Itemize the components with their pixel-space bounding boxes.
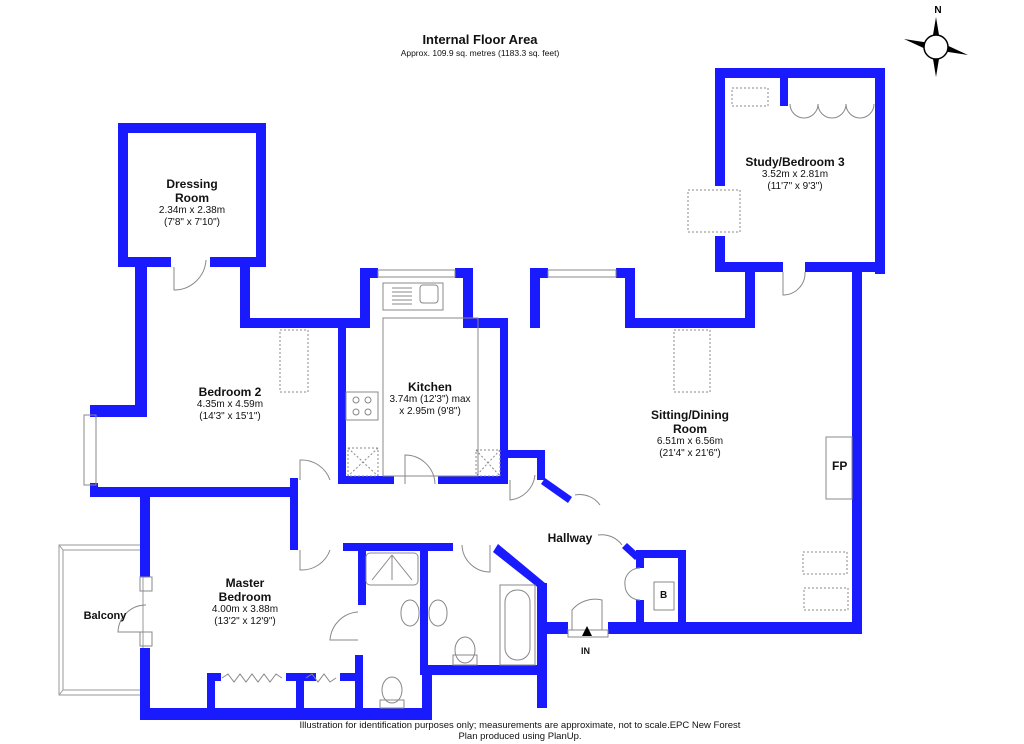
- room-metric: 3.52m x 2.81m: [761, 169, 829, 180]
- credit-line: Plan produced using PlanUp.: [458, 731, 582, 742]
- room-name: Balcony: [83, 610, 127, 622]
- room-imperial: (21'4" x 21'6"): [659, 448, 721, 459]
- room-imperial: x 2.95m (9'8"): [399, 406, 461, 417]
- room-master-bedroom: Master Bedroom 4.00m x 3.88m (13'2" x 12…: [195, 576, 295, 628]
- room-metric: 4.00m x 3.88m: [211, 604, 279, 615]
- room-imperial: (13'2" x 12'9"): [214, 616, 276, 627]
- fireplace-label: FP: [832, 459, 848, 473]
- balcony: [58, 544, 144, 696]
- room-metric: 4.35m x 4.59m: [196, 399, 264, 410]
- room-dressing: Dressing Room 2.34m x 2.38m (7'8" x 7'10…: [140, 177, 244, 229]
- room-name: Hallway: [547, 531, 593, 545]
- disclaimer-line: Illustration for identification purposes…: [299, 720, 741, 731]
- room-sitting-dining: Sitting/Dining Room 6.51m x 6.56m (21'4"…: [640, 408, 740, 460]
- room-imperial: (14'3" x 15'1"): [199, 411, 261, 422]
- room-name: Room: [175, 191, 209, 205]
- walls: [90, 68, 885, 720]
- room-name: Dressing: [166, 177, 218, 191]
- room-kitchen: Kitchen 3.74m (12'3") max x 2.95m (9'8"): [380, 380, 480, 418]
- room-name: Sitting/Dining: [651, 408, 729, 422]
- room-study: Study/Bedroom 3 3.52m x 2.81m (11'7" x 9…: [730, 155, 860, 193]
- dressing-door: [173, 259, 207, 291]
- floor-area-subtitle: Approx. 109.9 sq. metres (1183.3 sq. fee…: [400, 48, 560, 58]
- room-bedroom2: Bedroom 2 4.35m x 4.59m (14'3" x 15'1"): [180, 385, 280, 423]
- svg-text:N: N: [934, 5, 941, 16]
- room-name: Study/Bedroom 3: [745, 155, 845, 169]
- entrance-label: IN: [581, 646, 590, 656]
- room-name: Kitchen: [407, 380, 452, 394]
- room-name: Bedroom: [218, 590, 272, 604]
- room-imperial: (7'8" x 7'10"): [164, 217, 220, 228]
- fixtures: [83, 87, 875, 709]
- boiler-label: B: [660, 590, 668, 601]
- room-name: Bedroom 2: [198, 385, 262, 399]
- room-hallway: Hallway: [530, 531, 610, 545]
- disclaimer-footer: Illustration for identification purposes…: [250, 720, 790, 742]
- room-imperial: (11'7" x 9'3"): [767, 181, 823, 192]
- room-name: Room: [673, 422, 707, 436]
- compass-rose-icon: N: [904, 5, 968, 77]
- room-name: Master: [225, 576, 265, 590]
- room-metric: 6.51m x 6.56m: [656, 436, 724, 447]
- floor-area-header: Internal Floor Area Approx. 109.9 sq. me…: [360, 32, 600, 59]
- room-balcony: Balcony: [80, 609, 130, 623]
- entrance-arrow-icon: [582, 626, 592, 636]
- room-metric: 2.34m x 2.38m: [158, 205, 226, 216]
- floor-area-title: Internal Floor Area: [422, 32, 538, 47]
- room-metric: 3.74m (12'3") max: [389, 394, 471, 405]
